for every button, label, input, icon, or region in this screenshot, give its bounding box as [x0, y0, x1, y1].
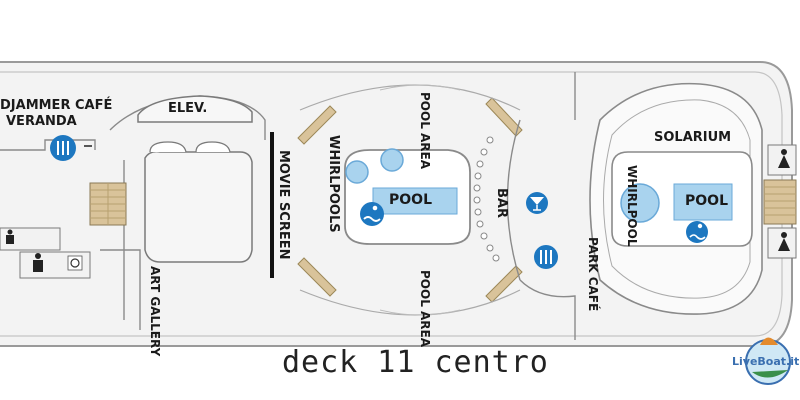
- dining-icon: [50, 135, 76, 161]
- pool-area-top-label: POOL AREA: [418, 92, 432, 170]
- accessible-icon: [67, 255, 83, 271]
- deck-caption: deck 11 centro: [282, 345, 549, 380]
- whirlpool-1: [345, 160, 369, 184]
- main-pool-label: POOL: [389, 192, 432, 208]
- swim-icon-solarium: [686, 221, 708, 243]
- solarium-pool-label: POOL: [685, 193, 728, 209]
- women-restroom-icon: [778, 149, 790, 168]
- cocktail-icon: [526, 192, 548, 214]
- brand-text: LiveBoat.it: [732, 355, 800, 368]
- stairs-left: [89, 182, 127, 226]
- pool-area-bottom-label: POOL AREA: [418, 270, 432, 348]
- elev-label: ELEV.: [168, 101, 208, 116]
- stairs-right: [763, 179, 797, 225]
- deck-planks: [297, 97, 523, 303]
- brand-logo: [745, 337, 791, 385]
- veranda-label: VERANDA: [6, 114, 77, 129]
- dining-icon-park: [534, 245, 558, 269]
- solarium-whirlpool: [620, 183, 660, 223]
- men-restroom-icon-2: [33, 253, 43, 272]
- park-cafe-label: PARK CAFÉ: [586, 237, 600, 312]
- whirlpool-label: WHIRLPOOL: [625, 165, 639, 247]
- women-restroom-icon-2: [778, 232, 790, 251]
- whirlpools-label: WHIRLPOOLS: [326, 135, 341, 233]
- men-restroom-icon: [6, 229, 14, 244]
- bar-label: BAR: [494, 188, 509, 218]
- bar-stools: [473, 136, 500, 262]
- windjammer-label: DJAMMER CAFÉ: [0, 98, 113, 113]
- movie-screen-label: MOVIE SCREEN: [276, 150, 291, 260]
- solarium-label: SOLARIUM: [654, 130, 732, 145]
- main-pool-water: [372, 187, 458, 215]
- swim-icon: [360, 202, 384, 226]
- solarium-pool-water: [673, 183, 733, 221]
- whirlpool-2: [380, 148, 404, 172]
- art-gallery-label: ART GALLERY: [148, 266, 162, 357]
